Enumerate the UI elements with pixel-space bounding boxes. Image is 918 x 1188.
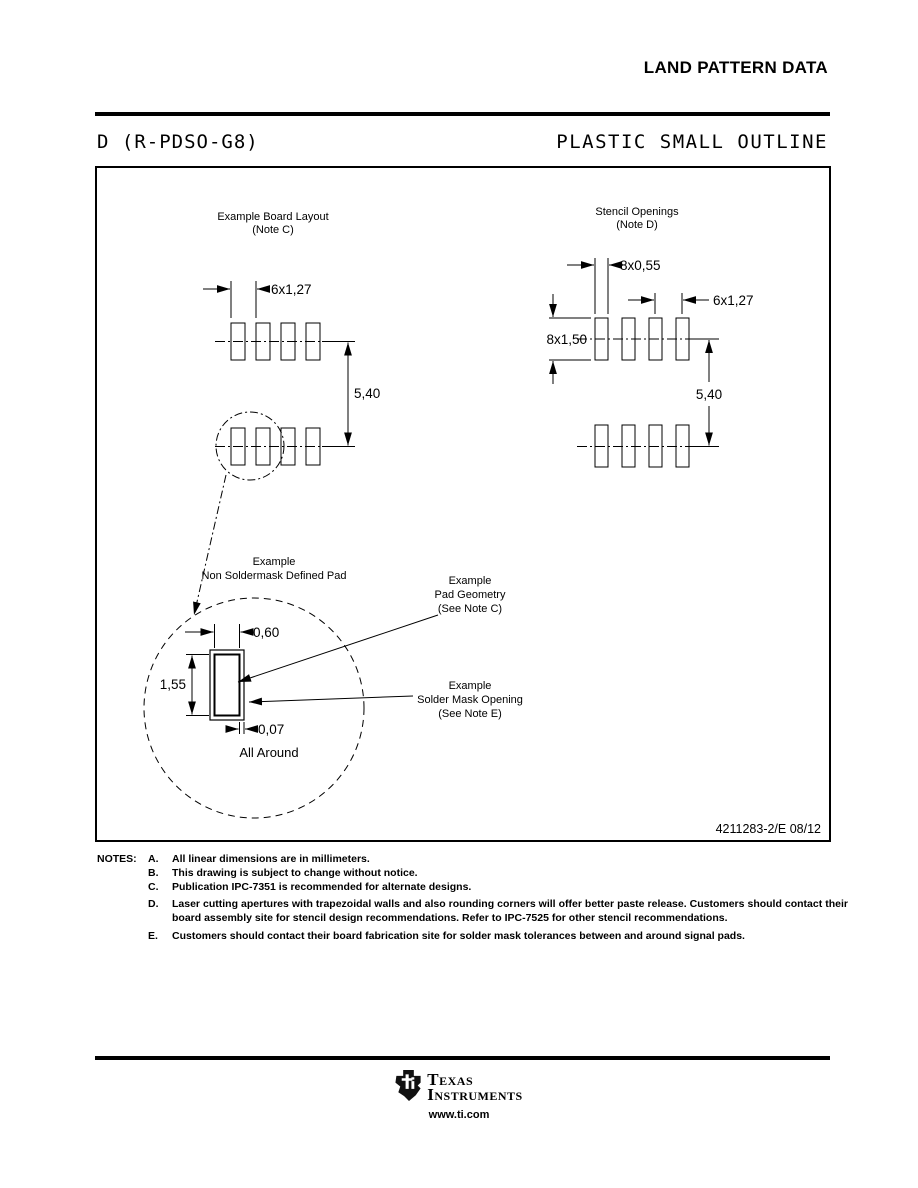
stencil-opening-height-dim: 8x1,50 — [546, 332, 587, 347]
pad-width-dim: 0,60 — [253, 625, 279, 640]
mask-opening-label-2: Solder Mask Opening — [417, 694, 523, 706]
note-text: This drawing is subject to change withou… — [172, 867, 418, 879]
package-type: PLASTIC SMALL OUTLINE — [556, 131, 828, 153]
ti-logo-icon — [395, 1070, 421, 1101]
detail-view: Example Non Soldermask Defined Pad 0,60 … — [143, 556, 523, 819]
notes-label: NOTES: — [97, 853, 137, 865]
ti-logo: Texas Instruments — [395, 1070, 522, 1102]
board-pitch-dim: 6x1,27 — [271, 282, 312, 297]
page-title: LAND PATTERN DATA — [643, 58, 828, 77]
board-layout-title: Example Board Layout — [217, 211, 328, 223]
pad-height-dim: 1,55 — [160, 677, 186, 692]
pad-geometry — [213, 653, 241, 717]
board-layout-note: (Note C) — [252, 224, 294, 236]
stencil-title: Stencil Openings — [595, 206, 679, 218]
stencil-view: Stencil Openings (Note D) 8x0,55 — [546, 206, 754, 468]
note-letter: E. — [148, 930, 158, 942]
stencil-opening-width-dim: 8x0,55 — [620, 258, 661, 273]
clearance-note: All Around — [239, 745, 298, 760]
note-letter: A. — [148, 853, 159, 865]
note-letter: B. — [148, 867, 159, 879]
drawing-frame: Example Board Layout (Note C) 6x1,27 — [95, 166, 831, 842]
note-item-e: E. Customers should contact their board … — [148, 929, 848, 943]
pad-geometry-label-1: Example — [449, 575, 492, 587]
mask-opening-label-1: Example — [449, 680, 492, 692]
stencil-row-spacing-dim: 5,40 — [696, 387, 722, 402]
solder-mask-opening — [209, 649, 245, 721]
note-text: Laser cutting apertures with trapezoidal… — [172, 898, 848, 924]
note-item-d: D. Laser cutting apertures with trapezoi… — [148, 897, 848, 925]
detail-leader — [193, 474, 227, 616]
note-item-c: C. Publication IPC-7351 is recommended f… — [148, 880, 848, 894]
note-item-a: A. All linear dimensions are in millimet… — [148, 852, 848, 866]
subheader: D (R-PDSO-G8) PLASTIC SMALL OUTLINE — [97, 131, 828, 153]
note-letter: C. — [148, 881, 159, 893]
ti-brand: Texas Instruments — [427, 1070, 522, 1102]
note-letter: D. — [148, 898, 159, 910]
note-item-b: B. This drawing is subject to change wit… — [148, 866, 848, 880]
pad-geometry-leader — [237, 614, 439, 683]
mask-opening-label-3: (See Note E) — [438, 708, 502, 720]
board-row-spacing-dim: 5,40 — [354, 386, 380, 401]
doc-number: 4211283-2/E 08/12 — [716, 822, 821, 836]
detail-callout-circle — [215, 411, 285, 481]
detail-title-line2: Non Soldermask Defined Pad — [202, 570, 347, 582]
note-text: Customers should contact their board fab… — [172, 930, 745, 942]
stencil-note: (Note D) — [616, 219, 658, 231]
detail-circle — [143, 597, 365, 819]
note-text: All linear dimensions are in millimeters… — [172, 853, 370, 865]
mask-clearance-dim: 0,07 — [258, 722, 284, 737]
pad-geometry-label-3: (See Note C) — [438, 603, 502, 615]
footer: Texas Instruments www.ti.com — [0, 1070, 918, 1121]
ti-brand-bottom: Instruments — [427, 1084, 523, 1104]
board-layout-view: Example Board Layout (Note C) 6x1,27 — [193, 211, 380, 616]
bottom-rule — [95, 1056, 830, 1060]
drawing-svg: Example Board Layout (Note C) 6x1,27 — [143, 206, 821, 836]
ti-url: www.ti.com — [428, 1109, 490, 1121]
note-text: Publication IPC-7351 is recommended for … — [172, 881, 472, 893]
ti-brand-top: Texas — [427, 1070, 474, 1089]
stencil-pitch-dim: 6x1,27 — [713, 293, 754, 308]
package-code: D (R-PDSO-G8) — [97, 131, 259, 153]
pad-geometry-label-2: Pad Geometry — [435, 589, 506, 601]
detail-title-line1: Example — [253, 556, 296, 568]
top-rule — [95, 112, 830, 116]
mask-opening-leader — [248, 695, 414, 706]
